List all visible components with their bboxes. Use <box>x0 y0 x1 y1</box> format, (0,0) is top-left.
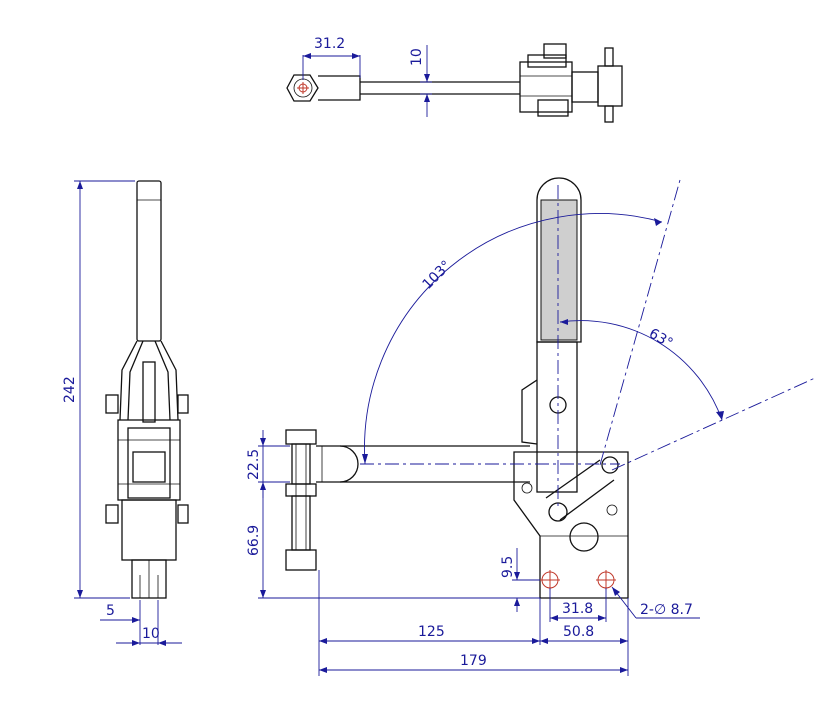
angle-bar-open: 63° <box>646 326 676 352</box>
dim-side-width: 10 <box>142 626 160 642</box>
dim-base-width: 50.8 <box>563 624 594 640</box>
top-view: 31.2 10 <box>286 36 623 123</box>
dim-side-gap: 5 <box>106 603 115 619</box>
side-view: 242 5 10 <box>62 180 189 646</box>
hole-callout: 2-∅ 8.7 <box>640 602 693 618</box>
dim-base-height: 66.9 <box>246 525 262 556</box>
dim-top-width: 31.2 <box>314 36 345 52</box>
dim-reach: 125 <box>418 624 445 640</box>
dim-spindle-height: 22.5 <box>246 449 262 480</box>
dim-hole-offset: 9.5 <box>500 556 516 578</box>
angle-handle-open: 103° <box>420 258 455 293</box>
dim-top-thickness: 10 <box>409 48 425 66</box>
front-view: 103° 63° 22.5 66.9 9.5 31.8 <box>246 177 816 676</box>
dim-hole-pitch: 31.8 <box>562 601 593 617</box>
dim-side-height: 242 <box>62 376 78 403</box>
dim-overall-length: 179 <box>460 653 487 669</box>
